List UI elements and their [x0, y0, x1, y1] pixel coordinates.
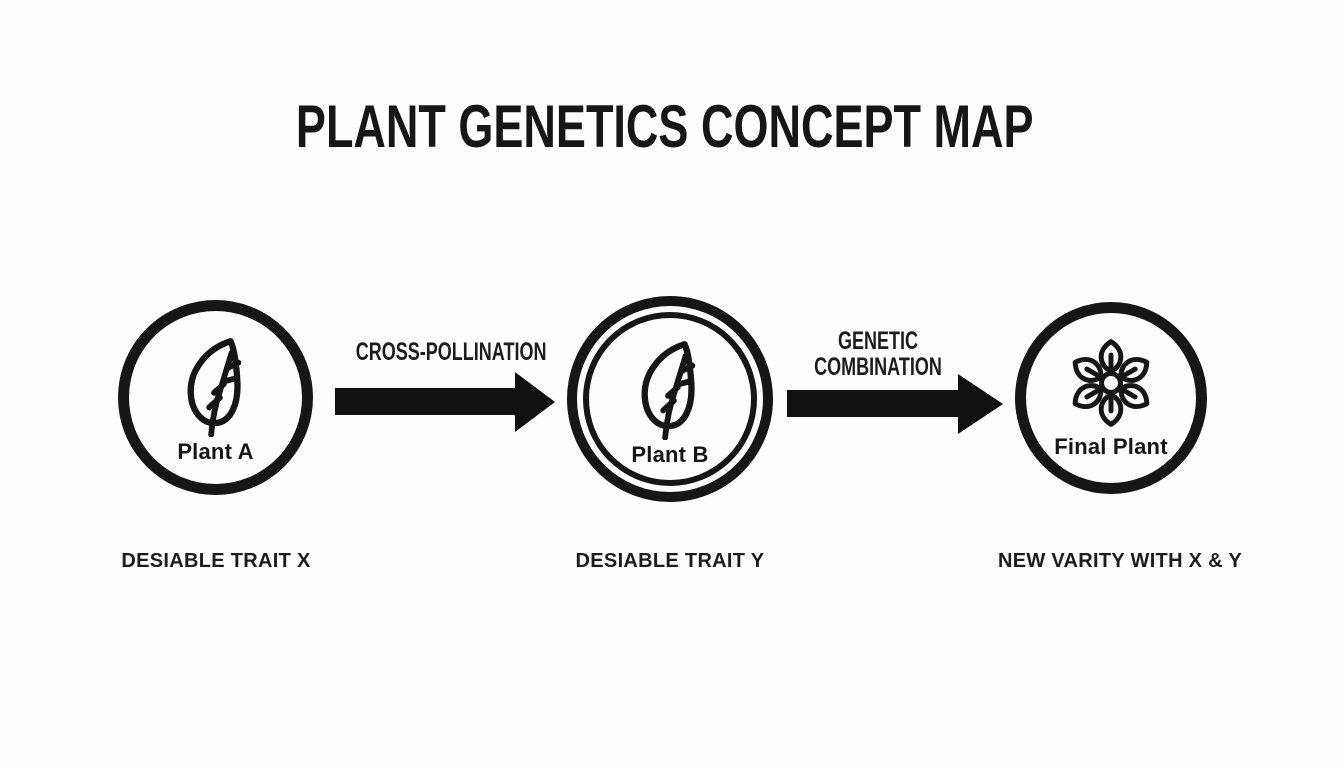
page-title: PLANT GENETICS CONCEPT MAP [0, 92, 1330, 161]
arrow-label-genetic-combination: GENETIC COMBINATION [814, 327, 942, 381]
node-plant-b: Plant B [567, 296, 773, 502]
caption-desiable-trait-y: DESIABLE TRAIT Y [575, 550, 765, 572]
arrow-genetic-combination [787, 372, 1005, 438]
page-title-text: PLANT GENETICS CONCEPT MAP [296, 93, 1034, 160]
arrow-label-cross-pollination: CROSS-POLLINATION [355, 338, 547, 366]
node-plant-a: Plant A [118, 300, 313, 495]
flower-icon [1066, 338, 1156, 428]
node-label-plant-b: Plant B [631, 442, 709, 467]
node-label-plant-a: Plant A [177, 438, 254, 464]
node-final-plant: Final Plant [1015, 302, 1207, 494]
arrow-cross-pollination [335, 370, 557, 436]
caption-new-varity: NEW VARITY WITH X & Y [997, 550, 1243, 572]
node-label-final-plant: Final Plant [1054, 434, 1168, 459]
leaf-icon [634, 340, 706, 441]
leaf-icon [180, 337, 252, 438]
caption-desiable-trait-x: DESIABLE TRAIT X [121, 550, 311, 572]
